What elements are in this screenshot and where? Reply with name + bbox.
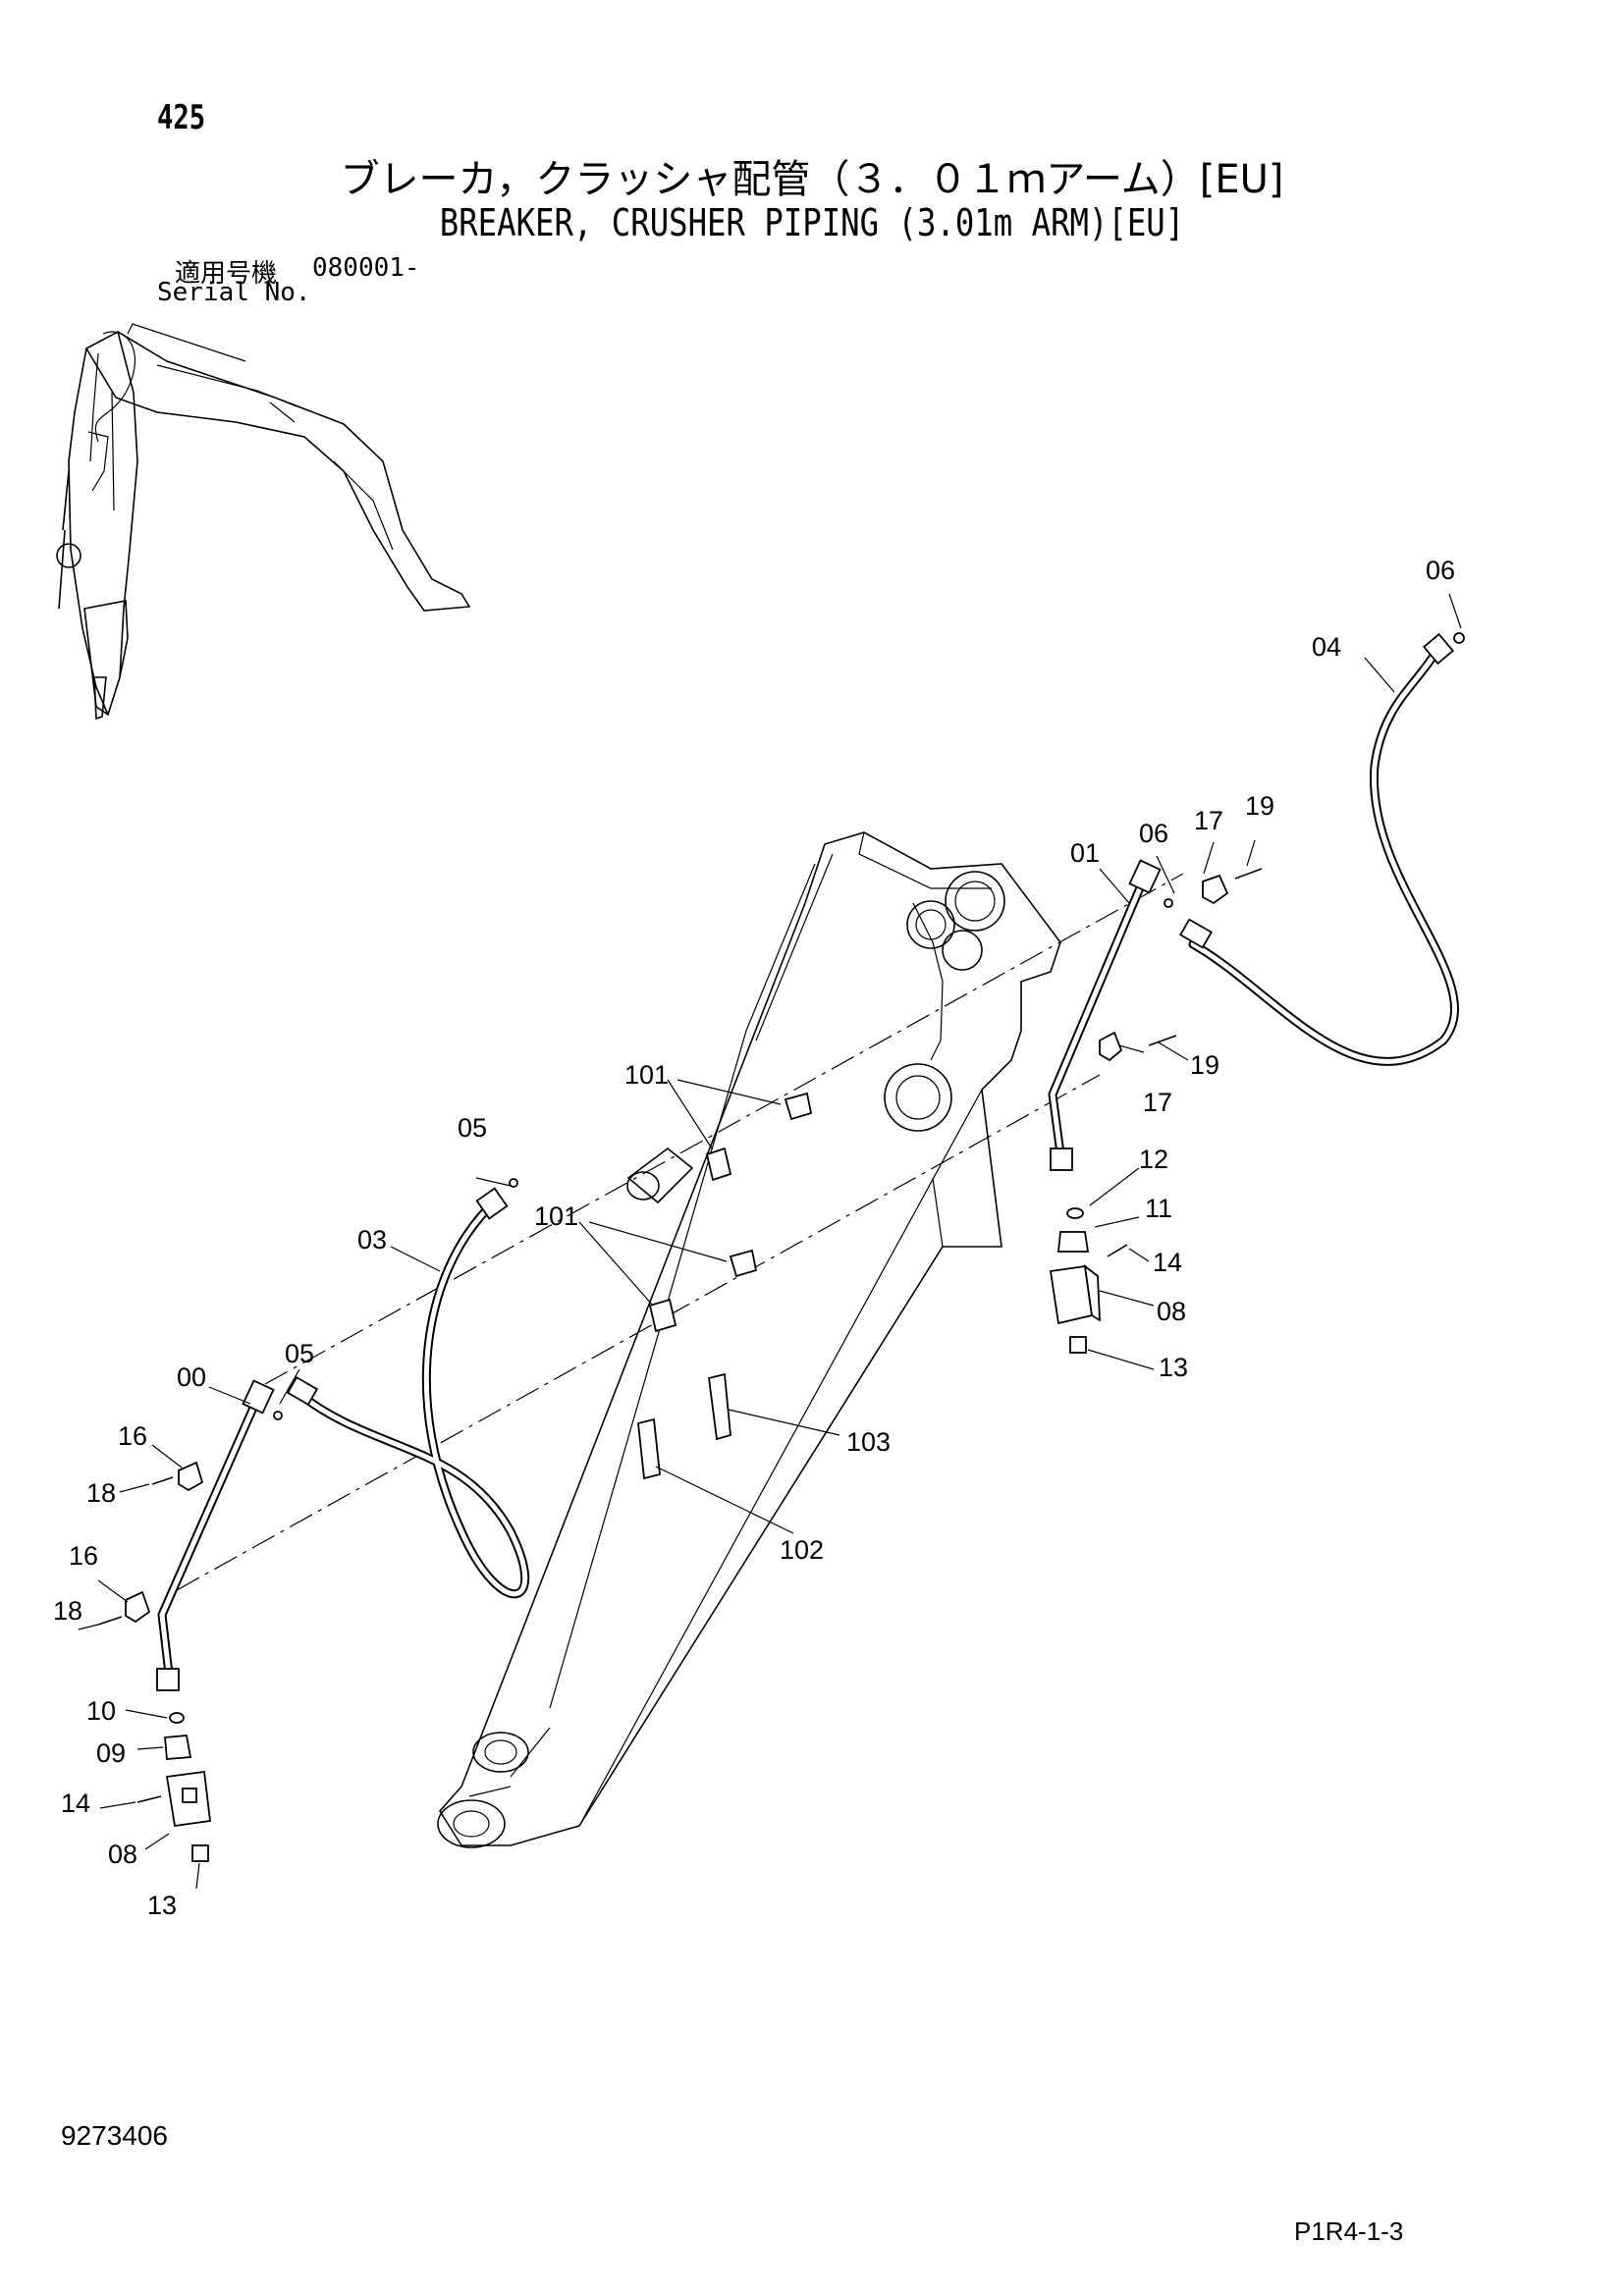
callout-08: 08 bbox=[1157, 1297, 1186, 1326]
callout-17: 17 bbox=[1194, 806, 1223, 835]
page-reference: P1R4-1-3 bbox=[1294, 2216, 1404, 2246]
callout-12: 12 bbox=[1139, 1145, 1168, 1174]
callout-06: 06 bbox=[1426, 556, 1455, 585]
callout-102: 102 bbox=[780, 1535, 824, 1565]
document-number: 9273406 bbox=[61, 2120, 169, 2151]
right-fittings bbox=[1049, 868, 1263, 1354]
callout-00: 00 bbox=[177, 1362, 206, 1392]
callout-14: 14 bbox=[61, 1789, 90, 1818]
title-english: BREAKER, CRUSHER PIPING (3.01m ARM)[EU] bbox=[439, 201, 1185, 244]
callout-06: 06 bbox=[1139, 819, 1168, 848]
callout-18: 18 bbox=[86, 1478, 116, 1508]
callout-18: 18 bbox=[53, 1596, 82, 1626]
hose-03 bbox=[286, 1178, 530, 1599]
serial-value: 080001- bbox=[312, 253, 420, 283]
callout-03: 03 bbox=[357, 1225, 387, 1255]
callout-10: 10 bbox=[86, 1696, 116, 1726]
callout-11: 11 bbox=[1145, 1194, 1172, 1223]
excavator-thumbnail bbox=[56, 323, 471, 721]
callout-16: 16 bbox=[118, 1421, 147, 1451]
title-japanese: ブレーカ，クラッシャ配管（３．０１ｍアーム）[EU] bbox=[340, 157, 1284, 202]
callout-09: 09 bbox=[96, 1738, 126, 1768]
callout-08: 08 bbox=[108, 1840, 137, 1869]
callout-19: 19 bbox=[1245, 791, 1274, 821]
callout-13: 13 bbox=[1159, 1353, 1188, 1382]
serial-label-japanese: 適用号機 bbox=[175, 259, 278, 289]
callout-16: 16 bbox=[69, 1541, 98, 1571]
left-fittings bbox=[97, 1461, 211, 1862]
callout-17: 17 bbox=[1143, 1088, 1172, 1117]
callout-101: 101 bbox=[534, 1201, 578, 1231]
leader-lines bbox=[78, 593, 1462, 1890]
callout-101: 101 bbox=[624, 1060, 669, 1090]
callout-labels: 06 04 19 17 06 01 19 17 12 11 14 08 13 1… bbox=[53, 556, 1455, 1920]
callout-103: 103 bbox=[846, 1427, 891, 1457]
callout-13: 13 bbox=[147, 1891, 177, 1920]
pipe-00 bbox=[156, 1379, 283, 1691]
arm bbox=[437, 831, 1061, 1848]
callout-19: 19 bbox=[1190, 1050, 1219, 1080]
callout-05: 05 bbox=[458, 1113, 487, 1143]
clamp-parts bbox=[637, 1092, 813, 1480]
callout-14: 14 bbox=[1153, 1248, 1182, 1277]
hose-04 bbox=[1179, 632, 1465, 1066]
serial-label-english: Serial No. bbox=[157, 278, 311, 307]
page-number: 425 bbox=[157, 98, 206, 137]
pipe-01 bbox=[1048, 859, 1173, 1171]
callout-04: 04 bbox=[1312, 632, 1341, 662]
center-lines bbox=[176, 873, 1184, 1591]
callout-05: 05 bbox=[285, 1339, 314, 1368]
callout-01: 01 bbox=[1070, 838, 1100, 868]
